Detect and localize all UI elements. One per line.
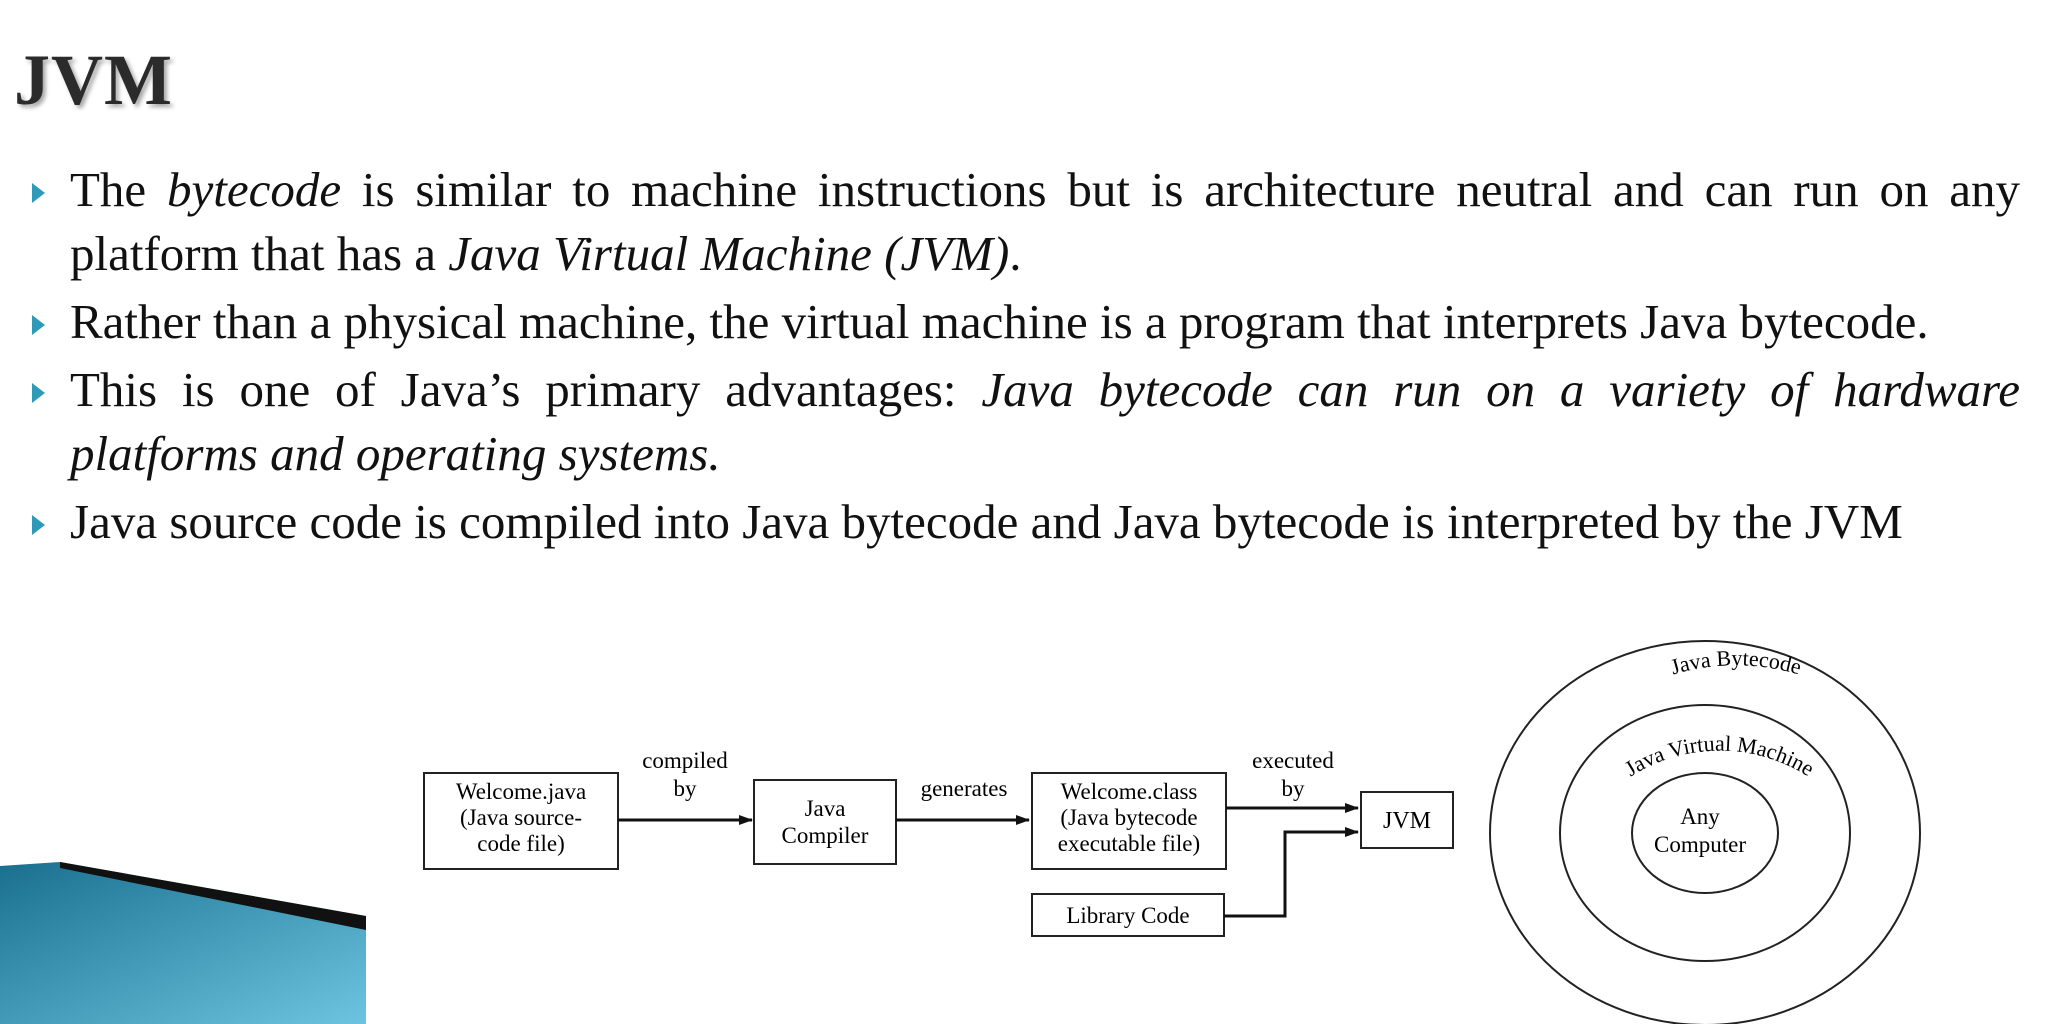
source-box-line: Welcome.java	[456, 779, 586, 804]
slide-title: JVM	[14, 40, 173, 120]
source-file-box: Welcome.java (Java source- code file)	[423, 772, 619, 870]
executed-by-label: executed	[1252, 748, 1334, 773]
computer-label-line: Computer	[1654, 832, 1746, 857]
library-code-box: Library Code	[1031, 893, 1225, 937]
bullet-segment: is similar to machine instructions but i…	[70, 162, 2020, 281]
class-box-line: executable file)	[1058, 831, 1200, 856]
bytecode-ring	[1489, 640, 1921, 1024]
class-box-line: Welcome.class	[1061, 779, 1198, 804]
bullet-arrow-icon	[32, 315, 45, 335]
bullet-segment: Rather than a physical machine, the virt…	[70, 294, 1929, 349]
computer-label-line: Any	[1680, 804, 1720, 829]
compiler-box-line: Compiler	[782, 823, 869, 848]
compiled-by-label: by	[674, 776, 698, 801]
bullet-text: The bytecode is similar to machine instr…	[70, 162, 2020, 281]
bullet-segment: .	[1009, 226, 1022, 281]
bullet-text: Java source code is compiled into Java b…	[70, 494, 1903, 549]
bullet-segment: The	[70, 162, 167, 217]
bytecode-ring-label: Java Bytecode	[1668, 645, 1805, 679]
bullet-segment: Java bytecode can run on a variety of ha…	[70, 362, 2021, 481]
bullet-segment: Java source code is compiled into Java b…	[70, 494, 1903, 549]
bullet-segment: Java Virtual Machine (JVM)	[448, 226, 1010, 281]
generates-label: generates	[921, 776, 1008, 801]
compiler-box-line: Java	[805, 796, 846, 821]
bullet-item: Rather than a physical machine, the virt…	[30, 290, 2020, 354]
compiled-by-label: compiled	[642, 748, 728, 773]
bullet-segment: This is one of Java’s primary advantages…	[70, 362, 982, 417]
jvm-box: JVM	[1360, 791, 1454, 849]
arrow-library-to-jvm	[1224, 827, 1359, 918]
bullet-arrow-icon	[32, 383, 45, 403]
class-file-box: Welcome.class (Java bytecode executable …	[1031, 772, 1227, 870]
jvm-ring	[1559, 704, 1851, 962]
bullet-segment: bytecode	[166, 162, 342, 217]
layers-diagram: Java Bytecode Java Virtual Machine Any C…	[1489, 640, 1921, 1024]
computer-ring	[1631, 772, 1779, 894]
bullet-item: This is one of Java’s primary advantages…	[30, 358, 2020, 486]
library-box-label: Library Code	[1066, 903, 1189, 928]
executed-by-label: by	[1282, 776, 1306, 801]
source-box-line: code file)	[477, 831, 564, 856]
bullet-text: Rather than a physical machine, the virt…	[70, 294, 1929, 349]
corner-decoration	[0, 862, 366, 1024]
class-box-line: (Java bytecode	[1060, 805, 1197, 830]
bullet-arrow-icon	[32, 515, 45, 535]
source-box-line: (Java source-	[460, 805, 582, 830]
compiler-box: Java Compiler	[753, 779, 897, 865]
bullet-arrow-icon	[32, 183, 45, 203]
bullet-item: The bytecode is similar to machine instr…	[30, 158, 2020, 286]
jvm-box-label: JVM	[1383, 808, 1431, 834]
bullet-item: Java source code is compiled into Java b…	[30, 490, 2020, 554]
bullet-text: This is one of Java’s primary advantages…	[70, 362, 2020, 481]
bullet-list: The bytecode is similar to machine instr…	[30, 158, 2020, 558]
